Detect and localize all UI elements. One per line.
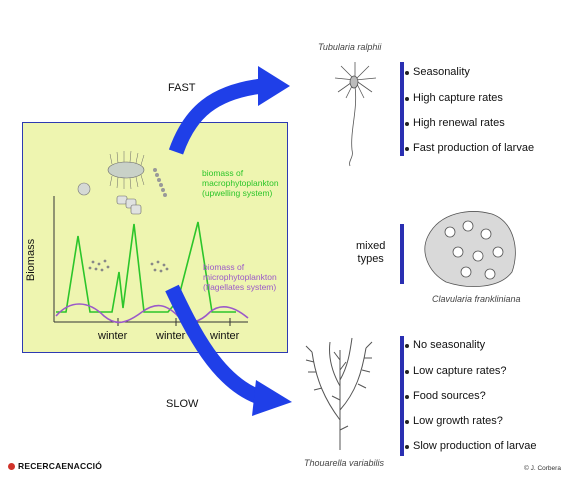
micro-biomass-line xyxy=(55,303,249,324)
flagellate-cluster-2 xyxy=(150,260,169,273)
thouarella-drawing xyxy=(305,337,373,450)
mixed-label: mixed types xyxy=(356,240,386,265)
mixed-species-name: Clavularia frankliniana xyxy=(432,294,521,304)
fast-trait-3: High renewal rates xyxy=(405,117,505,129)
fast-trait-2: High capture rates xyxy=(405,92,503,104)
diatom-chain xyxy=(116,195,142,215)
mixed-bar xyxy=(400,224,404,284)
fast-trait-1: Seasonality xyxy=(405,66,470,78)
fast-species-name: Tubularia ralphii xyxy=(318,42,382,52)
credit: © J. Corbera xyxy=(524,465,561,472)
slow-arrow xyxy=(165,284,265,406)
slow-trait-1: No seasonality xyxy=(404,339,486,351)
slow-traits-bar xyxy=(400,336,404,456)
footer-logo-text: RECERCAENACCIÓ xyxy=(18,461,103,471)
fast-label: FAST xyxy=(168,82,196,94)
tubularia-drawing xyxy=(334,62,377,167)
x-label-winter-1: winter xyxy=(98,330,128,342)
slow-label: SLOW xyxy=(166,398,199,410)
macro-biomass-line xyxy=(56,221,236,313)
slow-trait-3: Food sources? xyxy=(405,390,486,402)
clavularia-drawing xyxy=(424,211,516,287)
y-axis-label: Biomass xyxy=(25,238,38,282)
slow-trait-4: Low growth rates? xyxy=(405,415,503,427)
x-label-winter-2: winter xyxy=(156,330,186,342)
fast-arrow xyxy=(168,78,264,155)
diatom-round xyxy=(77,182,91,196)
x-label-winter-3: winter xyxy=(210,330,240,342)
slow-arrow-head xyxy=(252,380,292,416)
slow-trait-5: Slow production of larvae xyxy=(405,440,537,452)
fast-arrow-head xyxy=(258,66,290,106)
slow-trait-2: Low capture rates? xyxy=(405,365,507,377)
micro-label: biomass of microphytoplankton (flagellat… xyxy=(203,262,277,292)
slow-species-name: Thouarella variabilis xyxy=(304,458,385,468)
flagellate-cluster-1 xyxy=(88,259,110,272)
footer-logo: RECERCAENACCIÓ xyxy=(8,461,102,471)
fast-trait-4: Fast production of larvae xyxy=(404,142,535,154)
logo-mark-icon xyxy=(8,463,15,470)
fast-traits-bar xyxy=(400,62,404,156)
macro-label: biomass of macrophytoplankton (upwelling… xyxy=(202,168,279,198)
chain-cells xyxy=(153,168,167,197)
ciliate-drawing xyxy=(107,150,145,190)
